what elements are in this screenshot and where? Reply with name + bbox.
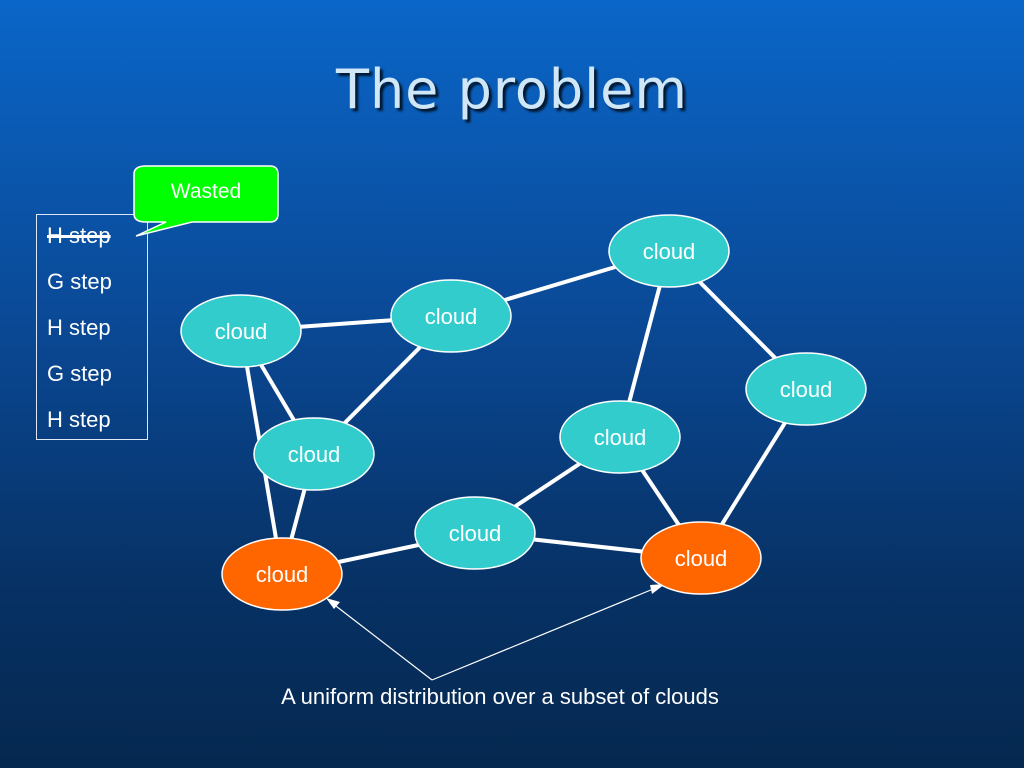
cloud-node-label: cloud <box>449 521 502 546</box>
cloud-node: cloud <box>180 294 302 368</box>
step-item-wasted: H step <box>47 223 111 248</box>
cloud-node-label: cloud <box>594 425 647 450</box>
cloud-node-shape <box>390 279 512 353</box>
arrow-line-left <box>331 602 433 681</box>
graph-edge <box>289 489 307 539</box>
slide-title: The problem <box>335 58 689 121</box>
caption-arrows <box>326 584 665 681</box>
cloud-node-shape <box>180 294 302 368</box>
step-item: H step <box>47 407 111 432</box>
cloud-node-shape <box>608 214 730 288</box>
graph-edge <box>259 363 296 422</box>
cloud-node-label: cloud <box>675 546 728 571</box>
cloud-node-label: cloud <box>288 442 341 467</box>
graph-edge <box>343 345 422 425</box>
step-item: G step <box>47 361 112 386</box>
graph-edge <box>533 537 643 554</box>
callout-label: Wasted <box>171 180 241 203</box>
cloud-node-label: cloud <box>780 377 833 402</box>
cloud-node-shape <box>559 400 681 474</box>
cloud-node-label: cloud <box>643 239 696 264</box>
cloud-node-shape <box>640 521 762 595</box>
graph-edge <box>514 462 581 508</box>
graph-edge <box>640 469 681 526</box>
graph-edge <box>300 318 392 329</box>
cloud-node-shape <box>414 496 536 570</box>
cloud-node-shape <box>253 417 375 491</box>
arrowhead-right <box>650 584 665 594</box>
cloud-node: cloud <box>414 496 536 570</box>
cloud-node-label: cloud <box>425 304 478 329</box>
cloud-node-label: cloud <box>256 562 309 587</box>
cloud-node: cloud <box>608 214 730 288</box>
callout-shape <box>133 165 279 237</box>
cloud-node-shape <box>745 352 867 426</box>
step-item: H step <box>47 315 111 340</box>
cloud-node-label: cloud <box>215 319 268 344</box>
step-list: H step G step H step G step H step <box>36 214 148 440</box>
graph-edge <box>504 265 616 302</box>
cloud-node: cloud <box>390 279 512 353</box>
graph-edge <box>720 421 787 526</box>
arrowhead-left <box>326 598 340 609</box>
cloud-node-shape <box>221 537 343 611</box>
graph-edge <box>627 286 662 402</box>
cloud-node: cloud <box>559 400 681 474</box>
cloud-node: cloud <box>745 352 867 426</box>
cloud-node-highlighted: cloud <box>640 521 762 595</box>
arrow-line-right <box>431 586 659 681</box>
step-item: G step <box>47 269 112 294</box>
graph-edge <box>698 280 777 360</box>
cloud-node: cloud <box>253 417 375 491</box>
wasted-callout: Wasted <box>133 165 279 237</box>
caption-text: A uniform distribution over a subset of … <box>281 684 719 709</box>
graph-edge <box>338 543 419 564</box>
graph-nodes: cloud cloud cloud cloud cloud cloud cloud cloud… <box>180 214 867 611</box>
cloud-node-highlighted: cloud <box>221 537 343 611</box>
